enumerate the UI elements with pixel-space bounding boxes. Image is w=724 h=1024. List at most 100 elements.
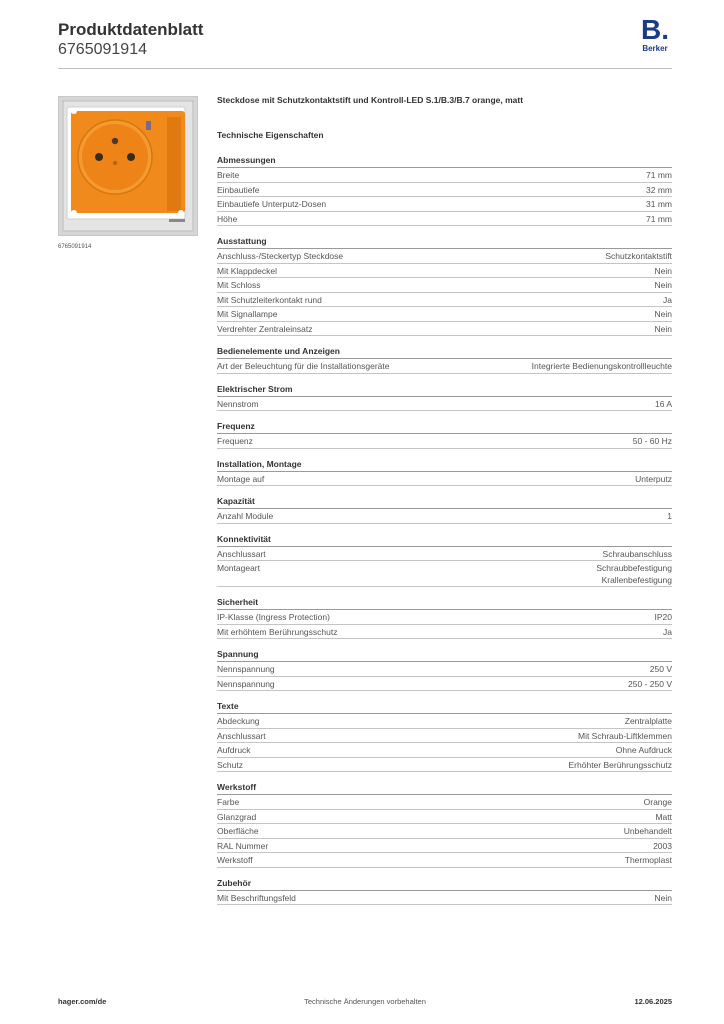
section-title: Ausstattung [217, 235, 672, 249]
property-label: IP-Klasse (Ingress Protection) [217, 612, 330, 622]
property-label: Einbautiefe Unterputz-Dosen [217, 199, 327, 209]
section-title: Werkstoff [217, 781, 672, 795]
document-title: Produktdatenblatt [58, 20, 204, 39]
property-row: Mit Signallampe Nein [217, 307, 672, 322]
property-value: 71 mm [646, 213, 672, 224]
property-label: Werkstoff [217, 855, 253, 865]
property-value: Erhöhter Berührungsschutz [568, 759, 672, 770]
berker-logo: B. Berker [638, 16, 672, 54]
property-value: Nein [654, 280, 672, 290]
property-value: Orange [643, 797, 672, 807]
document-header: Produktdatenblatt 6765091914 [58, 20, 672, 70]
property-label: Abdeckung [217, 716, 260, 726]
product-name: Steckdose mit Schutzkontaktstift und Kon… [217, 95, 524, 105]
property-label: Nennspannung [217, 664, 275, 674]
property-row: Schutz Erhöhter Berührungsschutz [217, 758, 672, 772]
property-label: Mit Signallampe [217, 309, 278, 319]
product-content: Steckdose mit Schutzkontaktstift und Kon… [217, 94, 672, 905]
section-title: Spannung [217, 648, 672, 662]
property-row: Einbautiefe Unterputz-Dosen 31 mm [217, 197, 672, 212]
property-value: Thermoplast [624, 855, 672, 865]
property-label: Anschlussart [217, 730, 266, 741]
property-label: Nennspannung [217, 678, 275, 689]
property-value: Matt [655, 811, 672, 822]
section-title: Elektrischer Strom [217, 383, 672, 397]
property-label: Oberfläche [217, 826, 259, 836]
property-row: Art der Beleuchtung für die Installation… [217, 359, 672, 374]
property-label: Schutz [217, 759, 243, 770]
property-value: Ja [663, 626, 672, 637]
property-value: Nein [654, 309, 672, 319]
property-label: Mit Schutzleiterkontakt rund [217, 294, 322, 305]
property-value: 250 - 250 V [628, 678, 672, 689]
section-title: Bedienelemente und Anzeigen [217, 345, 672, 359]
technical-properties-title: Technische Eigenschaften [217, 130, 324, 140]
property-value: Nein [654, 265, 672, 276]
property-value: 71 mm [646, 170, 672, 180]
property-label: Aufdruck [217, 745, 251, 755]
property-label: Einbautiefe [217, 184, 260, 195]
section-title: Sicherheit [217, 596, 672, 610]
section-title: Texte [217, 700, 672, 714]
property-row: Mit Klappdeckel Nein [217, 264, 672, 278]
property-row: Aufdruck Ohne Aufdruck [217, 743, 672, 758]
property-row: Anschlussart Mit Schraub-Liftklemmen [217, 729, 672, 743]
property-label: Mit Klappdeckel [217, 265, 278, 276]
property-row: Anschlussart Schraubanschluss [217, 547, 672, 561]
property-value: 2003 [653, 840, 672, 851]
property-row: RAL Nummer 2003 [217, 839, 672, 853]
property-value: Ohne Aufdruck [615, 745, 672, 755]
property-label: Nennstrom [217, 398, 259, 409]
property-value: Schraubbefestigung Krallenbefestigung [596, 563, 672, 585]
property-label: Mit Schloss [217, 280, 261, 290]
page-footer: hager.com/de Technische Änderungen vorbe… [58, 997, 672, 1009]
property-value: Mit Schraub-Liftklemmen [577, 730, 672, 741]
property-label: Anschlussart [217, 548, 266, 559]
property-row: Nennspannung 250 - 250 V [217, 677, 672, 691]
property-value: 31 mm [646, 199, 672, 209]
property-value: 250 V [649, 664, 672, 674]
section-title: Konnektivität [217, 533, 672, 547]
property-value: IP20 [654, 612, 673, 622]
property-label: Montage auf [217, 473, 265, 484]
property-row: IP-Klasse (Ingress Protection) IP20 [217, 610, 672, 625]
property-row: Anschluss-/Steckertyp Steckdose Schutzkon… [217, 249, 672, 264]
property-label: Farbe [217, 797, 240, 807]
property-label: Anzahl Module [217, 511, 274, 521]
property-value: Unterputz [635, 473, 672, 484]
property-label: RAL Nummer [217, 840, 269, 851]
property-value: Zentralplatte [624, 716, 672, 726]
property-value: 16 A [654, 398, 672, 409]
footer-date: 12.06.2025 [634, 997, 672, 1006]
property-label: Anschluss-/Steckertyp Steckdose [217, 251, 344, 261]
property-value: Nein [654, 892, 672, 903]
property-label: Art der Beleuchtung für die Installation… [217, 361, 390, 371]
property-value: Schraubanschluss [602, 548, 672, 559]
socket-illustration [59, 97, 197, 235]
property-row: Farbe Orange [217, 795, 672, 810]
logo-text: Berker [642, 44, 668, 53]
section-title: Zubehör [217, 877, 672, 891]
footer-website: hager.com/de [58, 997, 107, 1006]
section-title: Installation, Montage [217, 458, 672, 472]
property-label: Breite [217, 170, 240, 180]
property-value: Schutzkontaktstift [605, 251, 672, 261]
property-row: Nennstrom 16 A [217, 397, 672, 411]
property-value: 1 [667, 511, 672, 521]
